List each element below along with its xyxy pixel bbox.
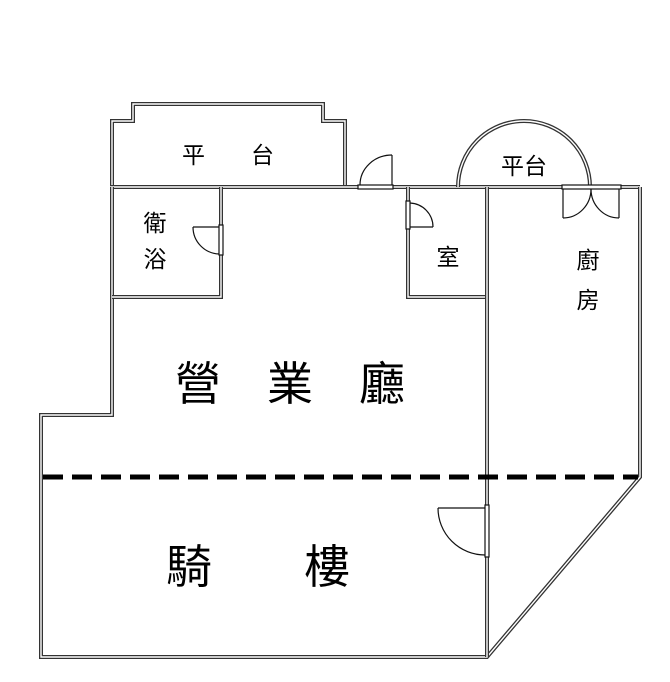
label-bathroom-2: 浴 bbox=[144, 247, 167, 273]
door-room[interactable] bbox=[405, 200, 434, 230]
door-balcony-entry[interactable] bbox=[357, 154, 394, 190]
label-business-hall: 營 業 廳 bbox=[175, 357, 405, 411]
label-bathroom-1: 衛 bbox=[144, 211, 167, 237]
label-balcony-top: 平 台 bbox=[182, 143, 274, 169]
door-hall[interactable] bbox=[437, 504, 490, 558]
door-kitchen-double[interactable] bbox=[561, 184, 622, 219]
label-balcony-round: 平台 bbox=[501, 154, 547, 180]
walls bbox=[39, 102, 642, 659]
label-kitchen-2: 房 bbox=[577, 288, 600, 314]
label-room: 室 bbox=[437, 245, 460, 271]
label-arcade: 騎 樓 bbox=[166, 540, 350, 594]
label-kitchen-1: 廚 bbox=[577, 248, 600, 274]
door-bathroom[interactable] bbox=[192, 224, 224, 256]
